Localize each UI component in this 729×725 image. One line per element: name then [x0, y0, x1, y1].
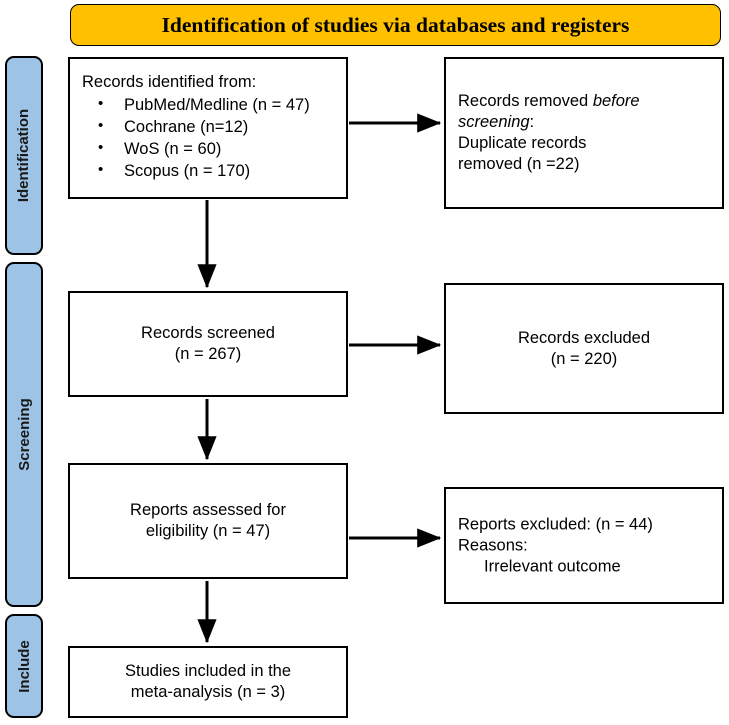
list-item: Scopus (n = 170) [82, 161, 334, 183]
records-excluded-line-2: (n = 220) [550, 349, 618, 368]
box-reports-assessed: Reports assessed for eligibility (n = 47… [68, 463, 348, 579]
records-excluded-line-1: Records excluded [517, 328, 651, 347]
studies-included-line-2: meta-analysis (n = 3) [130, 683, 286, 701]
box-reports-excluded: Reports excluded: (n = 44) Reasons: Irre… [444, 487, 724, 604]
records-removed-line-3: removed (n =22) [458, 155, 580, 174]
stage-label-include-text: Include [15, 639, 33, 693]
records-removed-suffix: : [529, 112, 535, 131]
box-records-excluded: Records excluded (n = 220) [444, 283, 724, 414]
records-removed-line-2: Duplicate records [458, 134, 587, 152]
stage-label-screening: Screening [5, 262, 43, 607]
records-screened-line-2: (n = 267) [174, 345, 242, 363]
reports-assessed-line-1: Reports assessed for [130, 500, 286, 519]
stage-label-screening-text: Screening [15, 398, 33, 471]
list-item: Cochrane (n=12) [82, 116, 334, 138]
box-studies-included: Studies included in the meta-analysis (n… [68, 646, 348, 718]
box-records-screened: Records screened (n = 267) [68, 291, 348, 397]
stage-label-identification: Identification [5, 56, 43, 255]
stage-label-identification-text: Identification [15, 108, 33, 203]
box-records-identified: Records identified from: PubMed/Medline … [68, 57, 348, 199]
list-item: PubMed/Medline (n = 47) [82, 94, 334, 116]
records-removed-prefix: Records removed [458, 91, 593, 110]
records-screened-line-1: Records screened [141, 323, 275, 342]
records-identified-heading: Records identified from: [82, 73, 257, 92]
box-records-removed: Records removed before screening: Duplic… [444, 57, 724, 209]
reports-excluded-reason: Irrelevant outcome [484, 557, 621, 576]
records-identified-source-list: PubMed/Medline (n = 47) Cochrane (n=12) … [82, 94, 334, 183]
stage-label-include: Include [5, 614, 43, 718]
diagram-title: Identification of studies via databases … [161, 12, 630, 37]
reports-assessed-line-2: eligibility (n = 47) [145, 522, 271, 540]
reports-excluded-line-2: Reasons: [458, 535, 528, 554]
reports-excluded-line-1: Reports excluded: (n = 44) [458, 514, 653, 533]
studies-included-line-1: Studies included in the [124, 661, 292, 680]
records-removed-line-1: Records removed before screening: [458, 91, 710, 133]
list-item: WoS (n = 60) [82, 139, 334, 161]
records-removed-emphasis: before screening [458, 91, 640, 131]
diagram-header-banner: Identification of studies via databases … [70, 4, 721, 46]
